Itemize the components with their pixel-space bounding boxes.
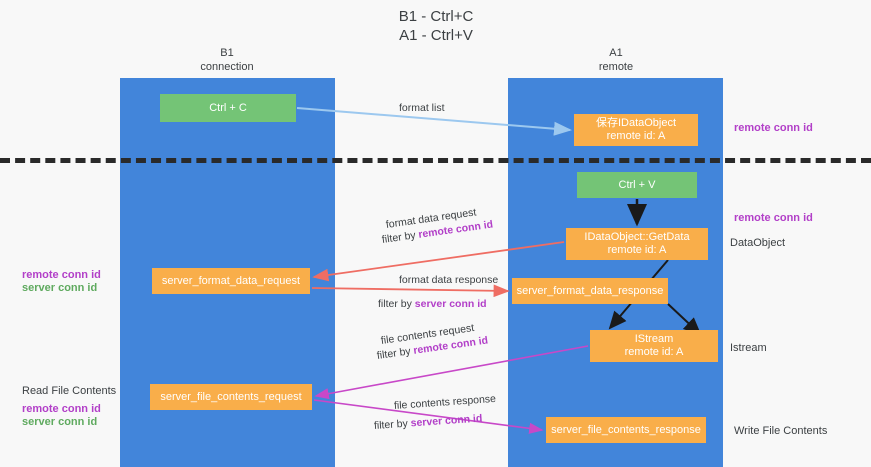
filter-by-text: filter by xyxy=(378,298,415,310)
node-server-file-contents-request[interactable]: server_file_contents_request xyxy=(150,384,312,410)
connector-format-data-response xyxy=(311,284,510,298)
edge-label-file-contents-response: file contents response xyxy=(393,392,497,412)
edge-label-format-data-response: format data response xyxy=(399,274,499,286)
node-server-file-contents-response[interactable]: server_file_contents_response xyxy=(546,417,706,443)
section-divider xyxy=(0,158,871,163)
label-left-server-conn-id-mid: server conn id xyxy=(22,282,98,294)
node-idataobject-getdata[interactable]: IDataObject::GetData remote id: A xyxy=(566,228,708,260)
node-istream[interactable]: IStream remote id: A xyxy=(590,330,718,362)
node-server-format-data-response[interactable]: server_format_data_response xyxy=(512,278,668,304)
token-server-conn-id: server conn id xyxy=(414,298,487,310)
label-read-file-contents: Read File Contents xyxy=(22,385,117,397)
node-ctrl-v[interactable]: Ctrl + V xyxy=(577,172,697,198)
filter-by-text: filter by xyxy=(376,344,415,362)
label-left-remote-conn-id-mid: remote conn id xyxy=(22,269,101,281)
label-remote-conn-id-top: remote conn id xyxy=(734,122,813,134)
page-title: B1 - Ctrl+C A1 - Ctrl+V xyxy=(398,8,474,44)
filter-by-text: filter by xyxy=(373,417,412,432)
lane-header-a1: A1 remote xyxy=(598,47,634,73)
edge-label-filter-by-server-conn-id-2: filter by server conn id xyxy=(374,411,483,433)
lane-header-b1: B1 connection xyxy=(200,47,254,73)
edge-label-filter-by-server-conn-id-1: filter by server conn id xyxy=(378,297,487,311)
token-server-conn-id: server conn id xyxy=(410,412,483,430)
node-save-idataobject[interactable]: 保存IDataObject remote id: A xyxy=(574,114,698,146)
label-dataobject: DataObject xyxy=(730,237,786,249)
filter-by-text: filter by xyxy=(381,228,420,246)
node-ctrl-c[interactable]: Ctrl + C xyxy=(160,94,296,122)
label-remote-conn-id-mid: remote conn id xyxy=(734,212,813,224)
node-server-format-data-request[interactable]: server_format_data_request xyxy=(152,268,310,294)
label-istream: Istream xyxy=(730,342,767,354)
label-left-server-conn-id-bottom: server conn id xyxy=(22,416,98,428)
label-left-remote-conn-id-bottom: remote conn id xyxy=(22,403,101,415)
label-write-file-contents: Write File Contents xyxy=(734,425,828,437)
edge-label-format-list: format list xyxy=(399,102,445,114)
